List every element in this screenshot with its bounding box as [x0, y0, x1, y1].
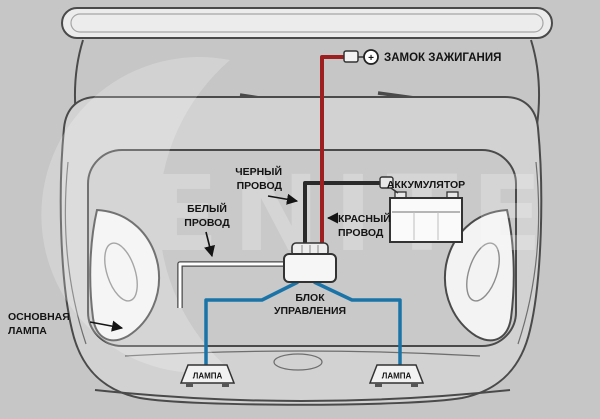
main-lamp-label-line2: ЛАМПА	[8, 325, 47, 337]
white-wire	[178, 262, 290, 308]
red-wire-label-line2: ПРОВОД	[338, 227, 384, 239]
control-unit	[283, 242, 337, 283]
red-wire-label-line1: КРАСНЫЙ	[338, 212, 391, 225]
blue-wire-right	[313, 280, 402, 366]
ignition-connector: +	[343, 49, 379, 65]
control-unit-label: БЛОК УПРАВЛЕНИЯ	[274, 292, 346, 317]
main-lamp-label-line1: ОСНОВНАЯ	[8, 311, 70, 323]
main-lamp-label: ОСНОВНАЯ ЛАМПА	[8, 311, 124, 337]
control-unit-label-line1: БЛОК	[295, 292, 325, 304]
main-lamp-pointer	[89, 320, 124, 332]
blue-wire-left	[204, 280, 299, 366]
black-wire-label: ЧЕРНЫЙ ПРОВОД	[235, 165, 299, 205]
white-wire-pointer	[204, 231, 215, 258]
white-wire-label-line2: ПРОВОД	[184, 217, 230, 229]
red-wire-label: КРАСНЫЙ ПРОВОД	[326, 212, 391, 239]
body-details	[64, 161, 540, 402]
plus-terminal-icon	[363, 49, 379, 65]
control-unit-label-line2: УПРАВЛЕНИЯ	[274, 305, 346, 317]
lamp-right-label: ЛАМПА	[382, 372, 412, 381]
white-wire-label: БЕЛЫЙ ПРОВОД	[184, 202, 230, 258]
black-wire-connector	[379, 176, 394, 189]
black-wire-label-line1: ЧЕРНЫЙ	[235, 165, 282, 178]
plus-symbol: +	[368, 53, 374, 64]
battery-lead	[390, 187, 399, 194]
red-wire	[320, 55, 345, 255]
battery	[389, 191, 463, 243]
car-roof	[61, 7, 553, 39]
white-wire-label-line1: БЕЛЫЙ	[187, 202, 227, 215]
lamp-left-label: ЛАМПА	[193, 372, 223, 381]
black-wire	[303, 181, 381, 254]
headlight-left	[89, 208, 160, 342]
black-wire-label-line2: ПРОВОД	[237, 180, 283, 192]
lamp-right: ЛАМПА	[368, 364, 425, 387]
black-wire-pointer	[267, 193, 299, 205]
battery-label: АККУМУЛЯТОР	[387, 179, 465, 191]
lamp-left: ЛАМПА	[179, 364, 236, 387]
ignition-lock-label: ЗАМОК ЗАЖИГАНИЯ	[384, 52, 501, 64]
